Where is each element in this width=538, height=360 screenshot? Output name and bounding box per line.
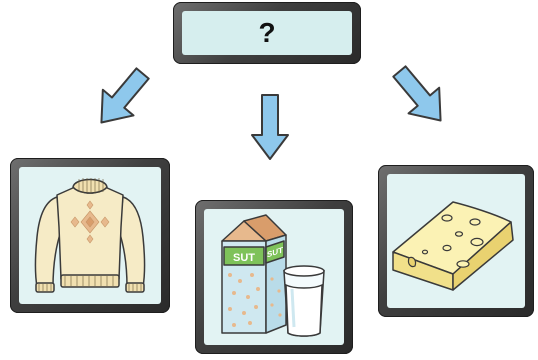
option-sweater-inner [19, 167, 161, 304]
arrow-left-icon [100, 67, 150, 124]
sweater-icon [34, 178, 146, 293]
question-mark: ? [258, 17, 276, 48]
option-cheese-card[interactable] [378, 165, 534, 317]
option-milk-card[interactable]: SUT SUT [195, 200, 353, 354]
option-milk-inner: SUT SUT [204, 209, 344, 345]
question-box: ? [173, 2, 361, 64]
cheese-icon [392, 201, 514, 291]
milk-icon: SUT SUT [221, 214, 325, 337]
question-box-inner: ? [182, 11, 352, 55]
option-cheese-inner [387, 174, 525, 308]
carton-label-front: SUT [233, 252, 255, 264]
option-sweater-card[interactable] [10, 158, 170, 313]
arrow-down-icon [251, 94, 289, 160]
arrow-right-icon [392, 65, 442, 122]
